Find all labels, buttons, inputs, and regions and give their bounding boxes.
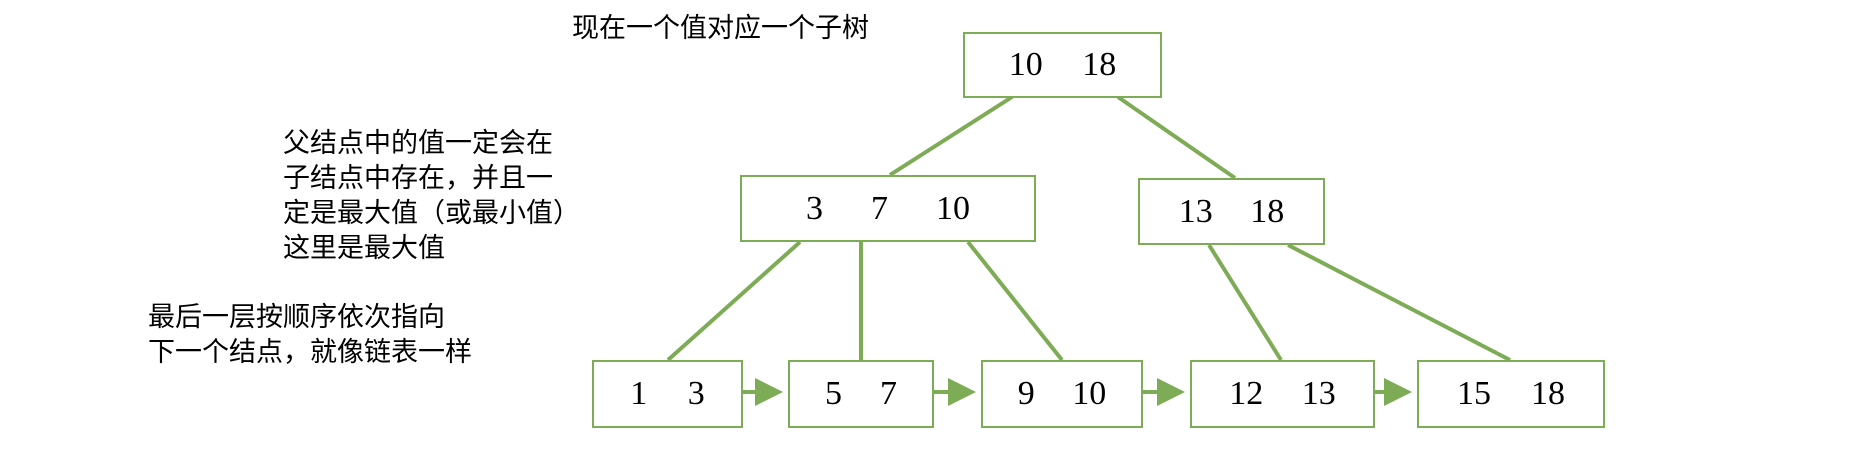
node-leaf-1-key-1: 3 [687,375,705,412]
node-leaf-4-key-1: 13 [1301,375,1336,412]
node-leaf-3-key-0: 9 [1017,375,1035,412]
node-leaf-3-key-1: 10 [1072,375,1107,412]
node-internal-left[interactable]: 3 7 10 [740,175,1036,242]
note-leaf-linked-list: 最后一层按顺序依次指向 下一个结点，就像链表一样 [148,302,472,368]
edge-internal-right-to-leaf-4 [1207,243,1283,362]
node-leaf-5[interactable]: 15 18 [1417,360,1605,428]
node-leaf-5-key-1: 18 [1531,375,1565,412]
node-leaf-2[interactable]: 5 7 [788,360,934,428]
node-internal-right[interactable]: 13 18 [1138,178,1325,245]
node-leaf-4[interactable]: 12 13 [1190,360,1375,428]
node-internal-right-key-1: 18 [1250,192,1285,230]
node-internal-right-key-0: 13 [1178,192,1213,230]
edge-root-to-internal-left [888,95,1014,177]
edge-internal-left-to-leaf-3 [966,240,1064,362]
node-leaf-2-key-1: 7 [880,375,897,412]
node-leaf-1[interactable]: 1 3 [592,360,743,428]
node-leaf-2-key-0: 5 [825,375,842,412]
node-root[interactable]: 10 18 [963,32,1162,98]
node-internal-left-key-2: 10 [936,189,970,227]
note-one-value-one-subtree: 现在一个值对应一个子树 [572,13,869,43]
note-parent-value-rule: 父结点中的值一定会在 子结点中存在，并且一 定是最大值（或最小值） 这里是最大值 [283,128,580,264]
node-internal-left-key-0: 3 [806,189,823,227]
edge-internal-left-to-leaf-1 [666,240,802,362]
node-leaf-5-key-0: 15 [1457,375,1491,412]
edge-internal-right-to-leaf-5 [1287,243,1511,362]
node-leaf-4-key-0: 12 [1229,375,1264,412]
edge-root-to-internal-right [1116,95,1237,180]
node-internal-left-key-1: 7 [871,189,888,227]
node-leaf-1-key-0: 1 [630,375,648,412]
node-leaf-3[interactable]: 9 10 [981,360,1143,428]
node-root-key-1: 18 [1082,46,1117,83]
node-root-key-0: 10 [1008,46,1043,83]
